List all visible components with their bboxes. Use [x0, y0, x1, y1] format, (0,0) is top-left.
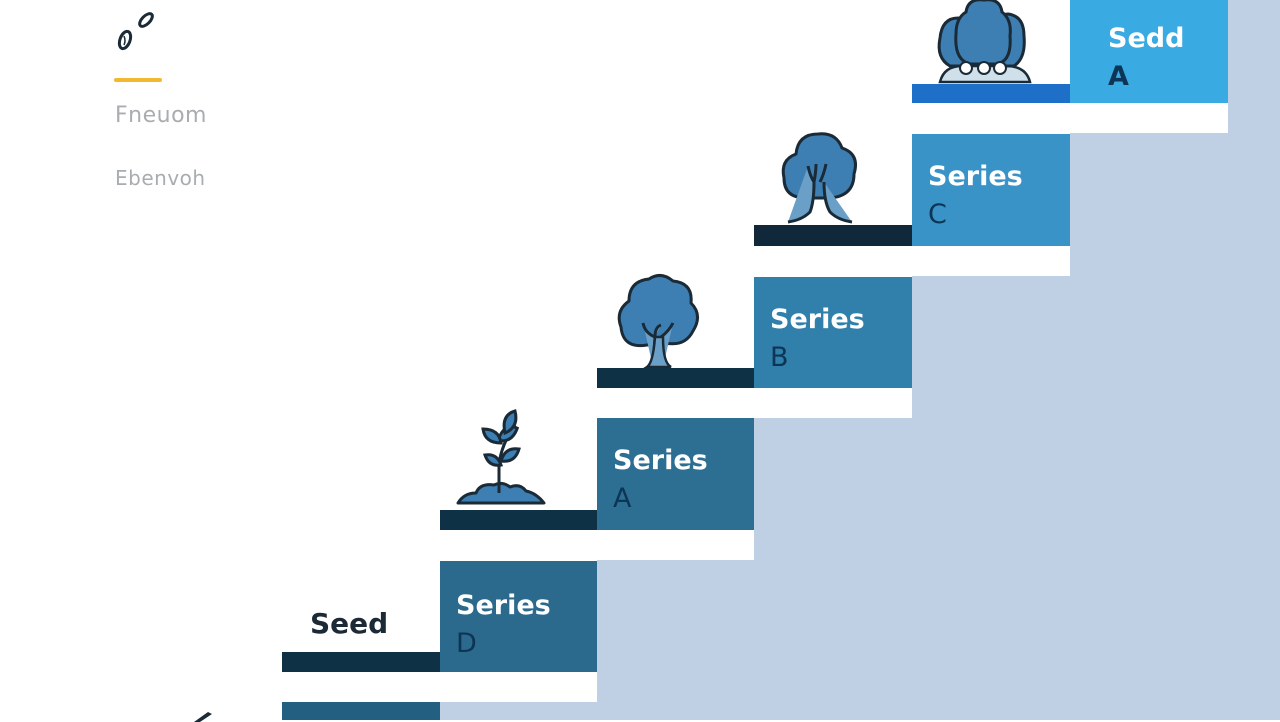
background-region — [754, 418, 914, 720]
step-bar — [597, 368, 754, 388]
step-sub: A — [613, 483, 632, 514]
seed-label: Seed — [310, 607, 389, 640]
step-title: Series — [770, 304, 865, 335]
step-box: Series C — [912, 134, 1070, 246]
forest-icon — [937, 0, 1032, 84]
step-strip — [597, 388, 912, 418]
step-box: Series A — [597, 418, 754, 530]
background-region — [912, 276, 1072, 720]
accent-underline — [114, 78, 162, 82]
sidebar-line-2: Ebenvoh — [115, 166, 206, 190]
background-region — [597, 560, 757, 720]
background-region — [1228, 0, 1280, 720]
arrow-icon — [194, 712, 212, 722]
tree-icon — [781, 132, 857, 224]
step-bar — [440, 510, 597, 530]
step-sub: B — [770, 342, 789, 373]
sidebar-line-1: Fneuom — [115, 103, 207, 128]
young-tree-icon — [617, 274, 699, 369]
step-strip — [440, 530, 754, 560]
step-box: Sedd A — [1070, 0, 1228, 103]
step-bar — [282, 652, 440, 672]
step-sub: D — [456, 628, 477, 659]
background-region — [1070, 133, 1230, 720]
step-sub: A — [1108, 61, 1129, 92]
sprout-icon — [456, 409, 546, 505]
background-region — [440, 702, 600, 720]
step-bar — [912, 84, 1070, 103]
step-title: Series — [928, 161, 1023, 192]
step-title: Sedd — [1108, 23, 1185, 54]
step-title: Series — [613, 445, 708, 476]
step-sub: C — [928, 199, 947, 230]
step-box: Series B — [754, 277, 912, 388]
step-box: Series D — [440, 561, 597, 672]
step-base-block — [282, 702, 440, 720]
step-bar — [754, 225, 912, 246]
step-strip — [912, 103, 1228, 133]
seeds-icon — [117, 12, 154, 51]
step-title: Series — [456, 590, 551, 621]
step-strip — [754, 246, 1070, 276]
step-strip — [282, 672, 597, 702]
